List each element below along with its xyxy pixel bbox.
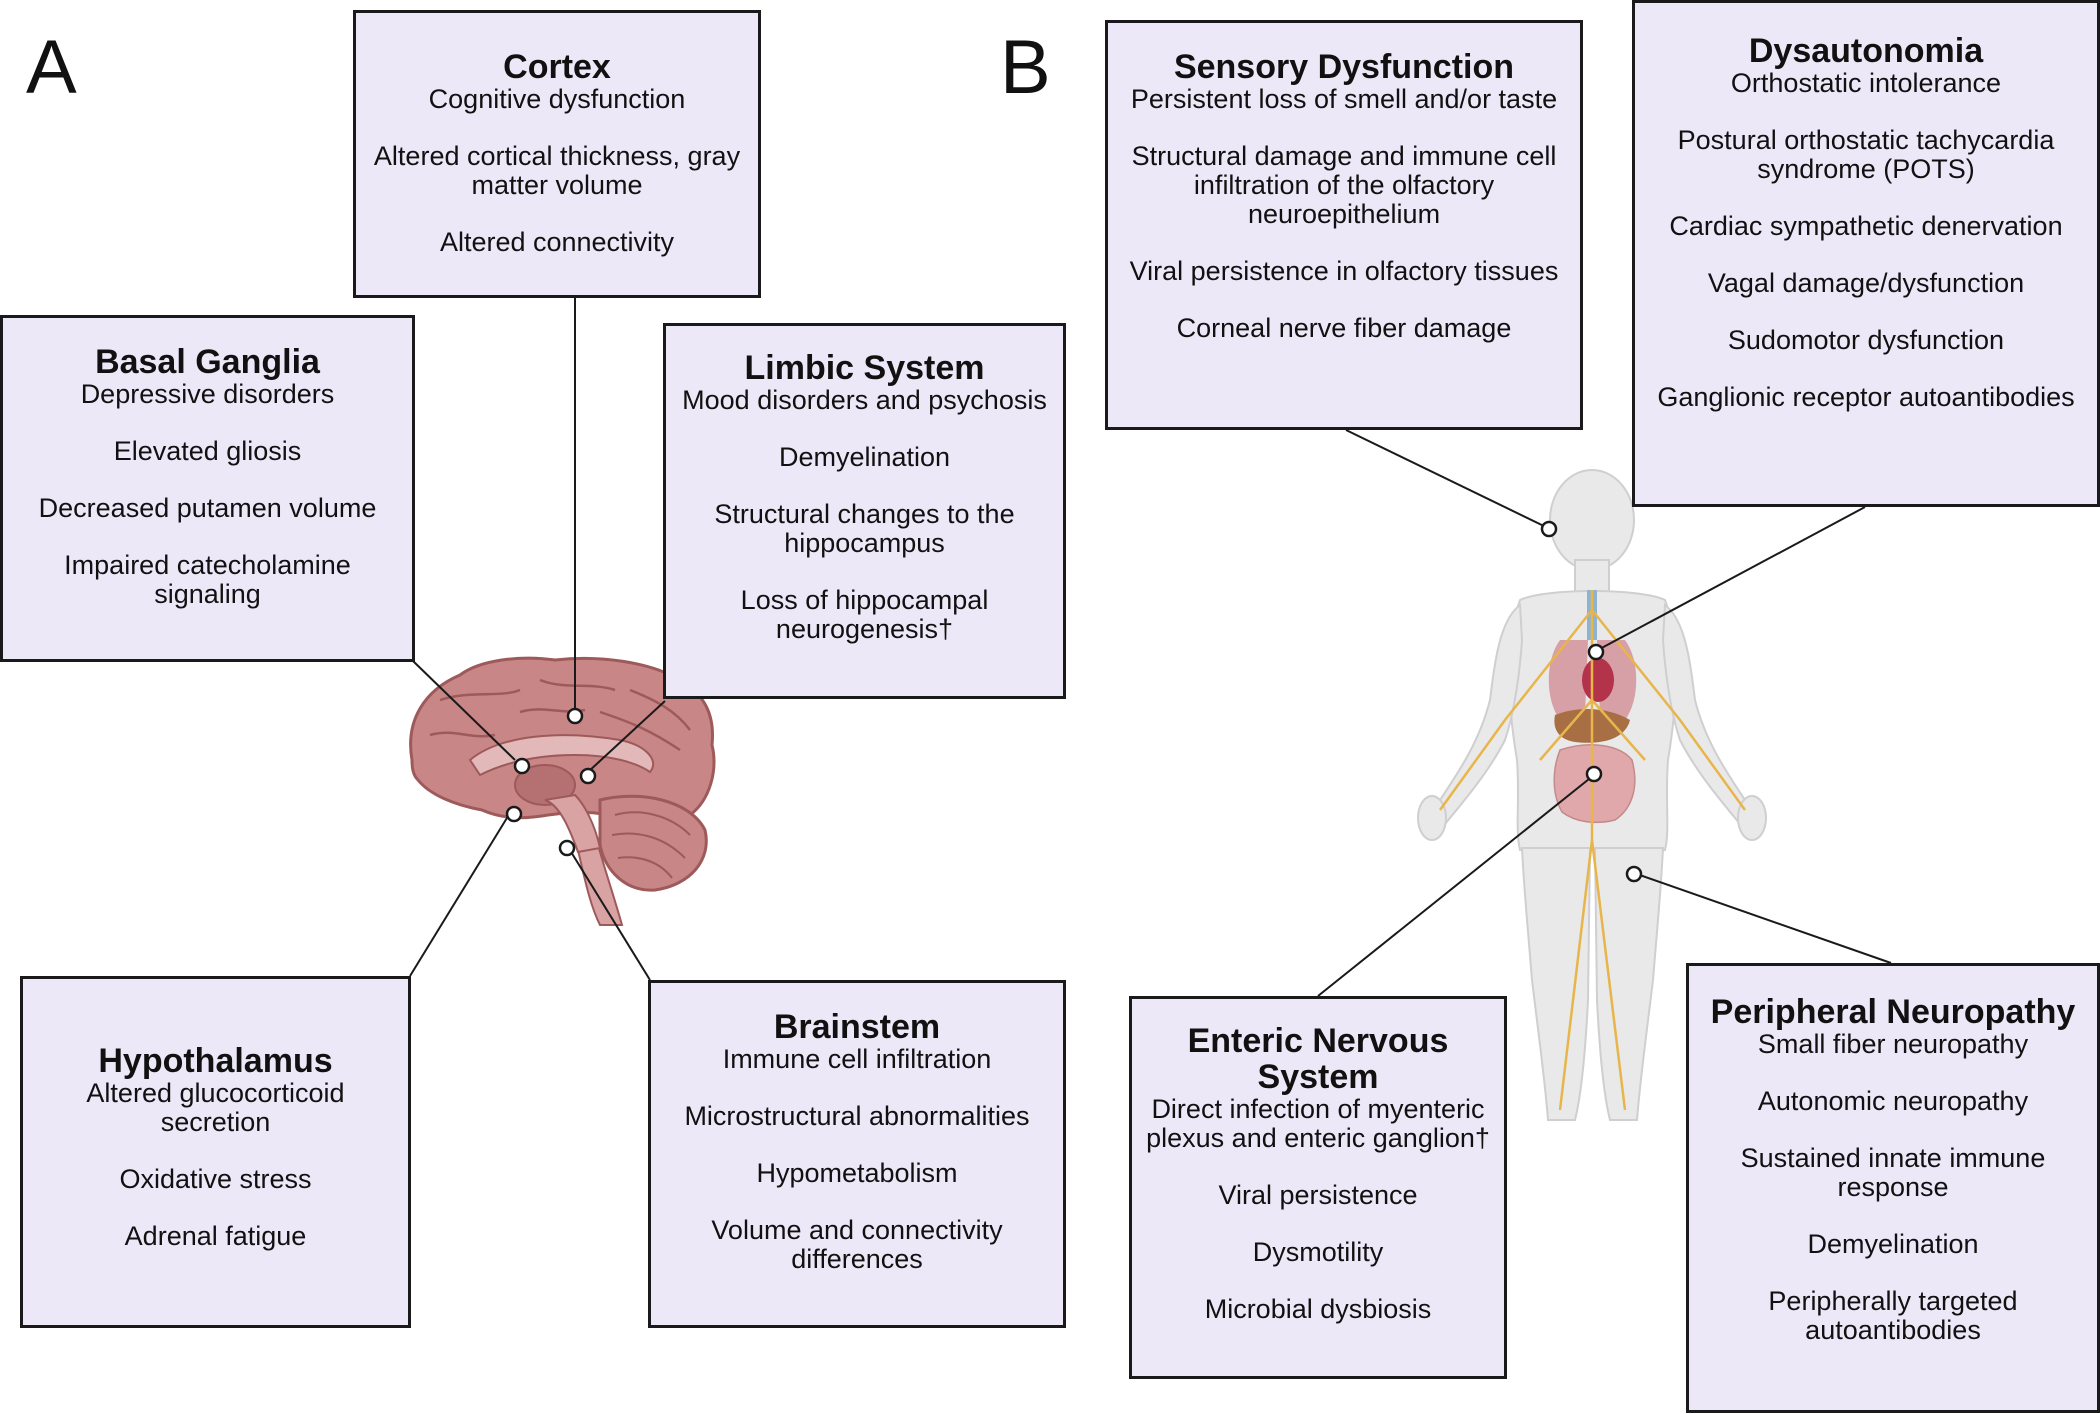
panel-label-a: A [26, 25, 77, 110]
peripheral-neuropathy-title: Peripheral Neuropathy [1710, 993, 2076, 1031]
list-item: Depressive disorders [80, 379, 335, 409]
connector-lines-b [1317, 429, 1892, 997]
basal-ganglia-title: Basal Ganglia [95, 343, 320, 381]
list-item: Ganglionic receptor autoantibodies [1657, 382, 2075, 412]
dysautonomia-box: Dysautonomia Orthostatic intolerance Pos… [1632, 0, 2100, 507]
list-item: Peripherally targeted autoantibodies [1768, 1286, 2018, 1345]
list-item: Elevated gliosis [113, 436, 302, 466]
human-body-icon [1417, 469, 1767, 1121]
list-item: Autonomic neuropathy [1757, 1086, 2029, 1116]
list-item: Loss of hippocampal neurogenesis† [740, 585, 989, 644]
list-item: Sustained innate immune response [1740, 1143, 2046, 1202]
list-item: Corneal nerve fiber damage [1176, 313, 1512, 343]
list-item: Demyelination [778, 442, 951, 472]
list-item: Vagal damage/dysfunction [1707, 268, 2025, 298]
list-item: Impaired catecholamine signaling [64, 550, 351, 609]
list-item: Oxidative stress [119, 1164, 312, 1194]
brainstem-box: Brainstem Immune cell infiltration Micro… [648, 980, 1066, 1328]
sensory-dysfunction-box: Sensory Dysfunction Persistent loss of s… [1105, 20, 1583, 430]
dysautonomia-items: Orthostatic intolerance Postural orthost… [1649, 69, 2083, 412]
list-item: Demyelination [1807, 1229, 1979, 1259]
list-item: Altered cortical thickness, gray matter … [373, 141, 741, 200]
brain-icon [409, 656, 716, 926]
connector-lines-a [409, 298, 666, 981]
list-item: Persistent loss of smell and/or taste [1130, 84, 1558, 114]
list-item: Microbial dysbiosis [1204, 1294, 1432, 1324]
cortex-title: Cortex [503, 48, 611, 86]
list-item: Direct infection of myenteric plexus and… [1146, 1094, 1490, 1153]
list-item: Altered glucocorticoid secretion [86, 1078, 345, 1137]
basal-ganglia-items: Depressive disorders Elevated gliosis De… [17, 380, 398, 609]
marker-circles [505, 520, 1643, 883]
dysautonomia-title: Dysautonomia [1748, 32, 1984, 70]
list-item: Structural changes to the hippocampus [714, 499, 1015, 558]
list-item: Adrenal fatigue [124, 1221, 307, 1251]
brainstem-title: Brainstem [773, 1008, 941, 1046]
cortex-items: Cognitive dysfunction Altered cortical t… [370, 85, 744, 257]
list-item: Structural damage and immune cell infilt… [1131, 141, 1557, 229]
panel-label-b: B [1000, 25, 1051, 110]
list-item: Mood disorders and psychosis [682, 385, 1047, 415]
limbic-system-box: Limbic System Mood disorders and psychos… [663, 323, 1066, 699]
list-item: Cognitive dysfunction [428, 84, 686, 114]
list-item: Dysmotility [1252, 1237, 1384, 1267]
limbic-system-items: Mood disorders and psychosis Demyelinati… [680, 386, 1049, 644]
peripheral-neuropathy-box: Peripheral Neuropathy Small fiber neurop… [1686, 963, 2100, 1413]
enteric-nervous-system-items: Direct infection of myenteric plexus and… [1146, 1095, 1490, 1324]
sensory-dysfunction-items: Persistent loss of smell and/or taste St… [1122, 85, 1566, 343]
enteric-nervous-system-box: Enteric Nervous System Direct infection … [1129, 996, 1507, 1379]
hypothalamus-title: Hypothalamus [98, 1042, 333, 1080]
limbic-system-title: Limbic System [744, 349, 985, 387]
list-item: Immune cell infiltration [722, 1044, 992, 1074]
enteric-nervous-system-title: Enteric Nervous System [1187, 1022, 1449, 1096]
hypothalamus-box: Hypothalamus Altered glucocorticoid secr… [20, 976, 411, 1328]
list-item: Small fiber neuropathy [1757, 1029, 2029, 1059]
list-item: Postural orthostatic tachycardia syndrom… [1677, 125, 2055, 184]
basal-ganglia-box: Basal Ganglia Depressive disorders Eleva… [0, 315, 415, 662]
brainstem-items: Immune cell infiltration Microstructural… [665, 1045, 1049, 1274]
list-item: Viral persistence in olfactory tissues [1129, 256, 1559, 286]
peripheral-neuropathy-items: Small fiber neuropathy Autonomic neuropa… [1703, 1030, 2083, 1345]
list-item: Altered connectivity [439, 227, 675, 257]
sensory-dysfunction-title: Sensory Dysfunction [1173, 48, 1515, 86]
list-item: Volume and connectivity differences [711, 1215, 1003, 1274]
hypothalamus-items: Altered glucocorticoid secretion Oxidati… [37, 1079, 394, 1251]
list-item: Decreased putamen volume [38, 493, 377, 523]
cortex-box: Cortex Cognitive dysfunction Altered cor… [353, 10, 761, 298]
list-item: Orthostatic intolerance [1730, 68, 2002, 98]
list-item: Microstructural abnormalities [684, 1101, 1030, 1131]
list-item: Hypometabolism [756, 1158, 958, 1188]
list-item: Viral persistence [1218, 1180, 1418, 1210]
list-item: Cardiac sympathetic denervation [1669, 211, 2063, 241]
list-item: Sudomotor dysfunction [1727, 325, 2005, 355]
